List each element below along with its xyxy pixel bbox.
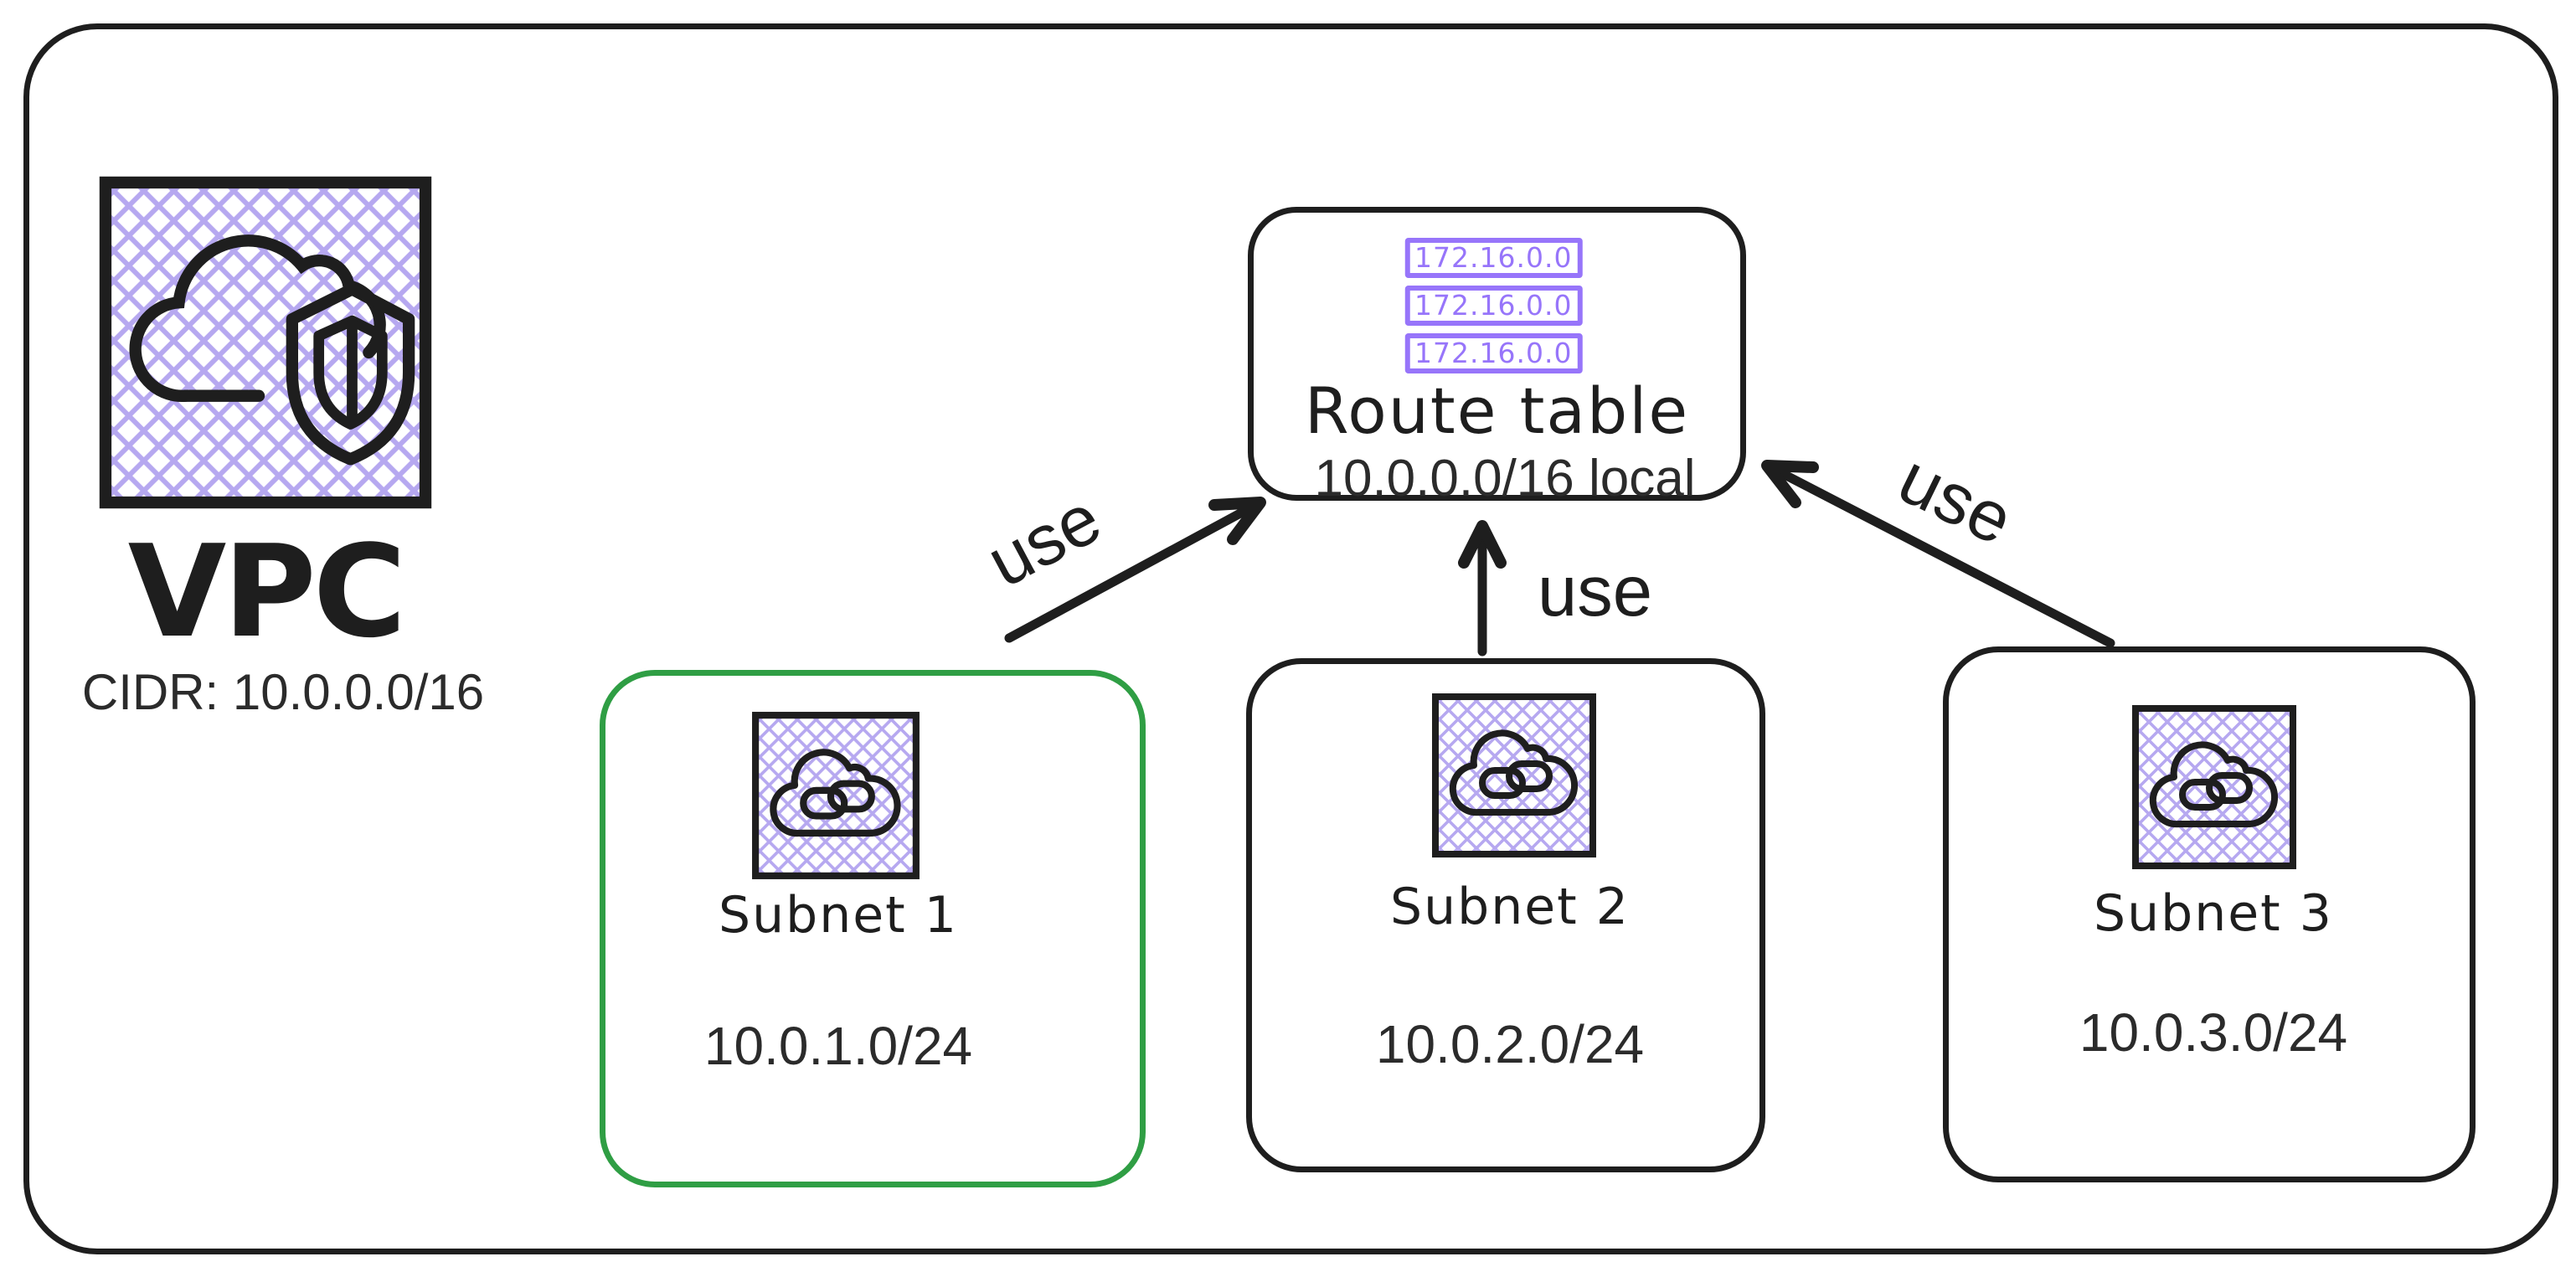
subnet-3-name: Subnet 3 [2094, 884, 2333, 943]
subnet-2-icon [1430, 692, 1598, 859]
subnet-3-icon [2130, 703, 2298, 871]
subnet-2-name: Subnet 2 [1390, 878, 1630, 936]
subnet-3-box [1943, 646, 2476, 1182]
cloud-link-icon [752, 712, 920, 879]
route-entry: 172.16.0.0 [1404, 333, 1583, 373]
vpc-cidr-label: CIDR: 10.0.0.0/16 [81, 664, 485, 720]
cloud-link-icon [2132, 705, 2296, 869]
vpc-icon [99, 176, 432, 509]
subnet-1-icon [750, 710, 921, 881]
subnet-3-cidr: 10.0.3.0/24 [2079, 1002, 2348, 1063]
route-entry: 172.16.0.0 [1404, 286, 1583, 326]
arrow-use-label-subnet2: use [1538, 552, 1653, 631]
cloud-link-icon [1432, 693, 1596, 857]
route-table-box: 172.16.0.0 172.16.0.0 172.16.0.0 Route t… [1248, 207, 1746, 507]
cloud-shield-icon [99, 176, 432, 509]
vpc-boundary-frame [23, 23, 2558, 1254]
subnet-1-name: Subnet 1 [719, 886, 958, 945]
subnet-1-cidr: 10.0.1.0/24 [703, 1016, 973, 1076]
route-table-title: Route table [1304, 373, 1690, 448]
route-table-local-route: 10.0.0.0/16 local [1314, 450, 1696, 507]
vpc-label: VPC [127, 518, 407, 666]
route-entry: 172.16.0.0 [1404, 238, 1583, 278]
subnet-2-cidr: 10.0.2.0/24 [1375, 1014, 1645, 1074]
